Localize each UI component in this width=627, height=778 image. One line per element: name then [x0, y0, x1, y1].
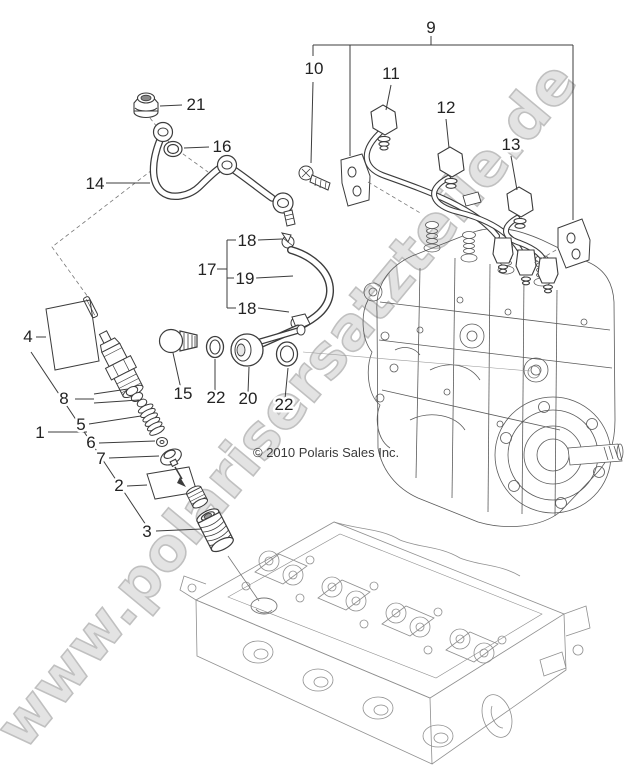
nut-21 [133, 92, 159, 119]
banjo-fitting-20 [230, 324, 306, 367]
callout-20: 20 [239, 389, 258, 408]
callout-16: 16 [213, 137, 232, 156]
washer-16 [163, 140, 183, 158]
mount-plate [340, 153, 371, 207]
callout-17-bracket [217, 238, 294, 313]
plug-15 [158, 328, 198, 354]
shim-washers-8 [125, 386, 148, 408]
callout-12: 12 [437, 98, 456, 117]
callout-19: 19 [236, 269, 255, 288]
callout-10: 10 [305, 59, 324, 78]
callout-2: 2 [114, 476, 123, 495]
left-leader-lines [30, 299, 203, 532]
callout-4: 4 [23, 327, 32, 346]
pipe-14 [149, 121, 296, 227]
engine-block-drawing [362, 221, 624, 527]
fuel-line-assembly [363, 104, 559, 294]
callout-14: 14 [86, 174, 105, 193]
callout-3: 3 [142, 522, 151, 541]
callout-18-top: 18 [238, 231, 257, 250]
callout-22-right: 22 [275, 395, 294, 414]
o-ring-22-right [275, 341, 299, 367]
callout-9: 9 [426, 18, 435, 37]
copyright-text: © 2010 Polaris Sales Inc. [253, 445, 399, 460]
clamp-18-top [280, 232, 295, 249]
callout-8: 8 [59, 389, 68, 408]
callout-21: 21 [187, 95, 206, 114]
nozzle-nut-3 [196, 508, 234, 553]
callout-15: 15 [174, 384, 193, 403]
watermark-text: www.polarisersatzteile.de [0, 48, 590, 761]
plate-locator-dash [367, 181, 423, 215]
cylinder-head-drawing [179, 521, 591, 765]
callout-9-bracket [310, 36, 574, 220]
bracket-locator-dash [533, 249, 557, 264]
callout-22-left: 22 [207, 388, 226, 407]
spring-5 [137, 403, 165, 436]
nozzle-cap [186, 485, 208, 509]
o-ring-22-left [205, 335, 225, 359]
washer-6 [156, 437, 168, 447]
callout-11: 11 [382, 64, 400, 83]
callout-5: 5 [76, 415, 85, 434]
injector-bore [250, 597, 278, 615]
pipe-to-injector-dash [51, 169, 153, 298]
callout-13: 13 [502, 135, 521, 154]
callout-18-bottom: 18 [238, 299, 257, 318]
line-bracket-right [557, 218, 591, 269]
callout-17: 17 [198, 260, 217, 279]
banjo-locator-line [302, 351, 531, 372]
callout-6: 6 [86, 433, 95, 452]
retainer-7 [160, 448, 182, 468]
breather-hose-19 [287, 246, 334, 330]
callout-1: 1 [35, 423, 44, 442]
nozzle-locator-line [227, 555, 260, 602]
callout-7: 7 [96, 449, 105, 468]
misc-leader-lines [106, 84, 518, 400]
banjo-boss [527, 365, 541, 379]
mount-bolt-10 [298, 165, 331, 191]
